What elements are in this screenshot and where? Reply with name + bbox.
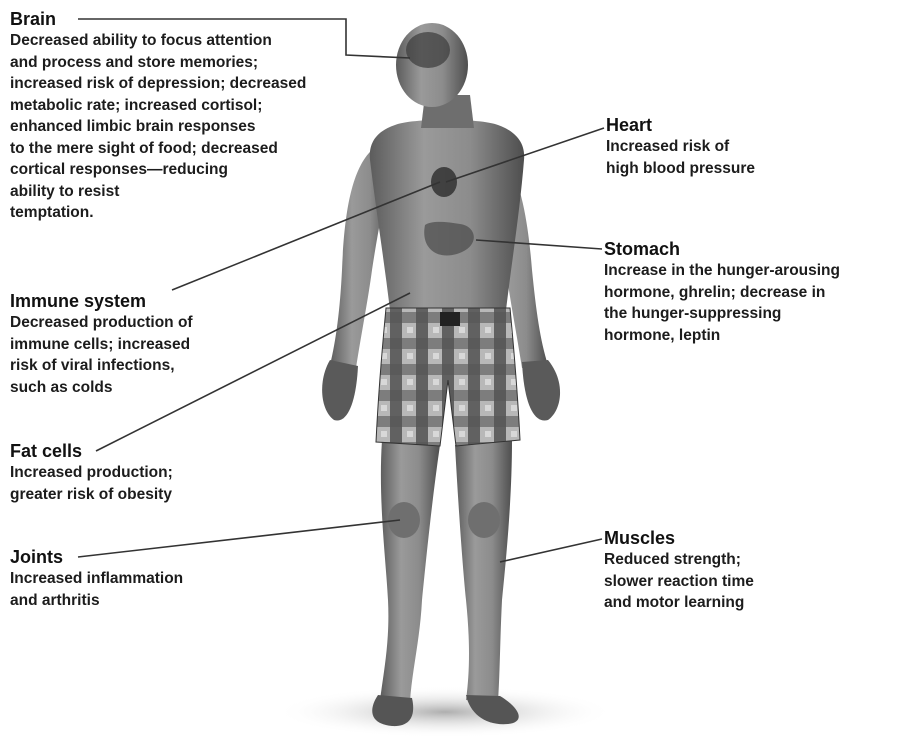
stomach-title: Stomach <box>604 238 909 260</box>
immune-system-title: Immune system <box>10 290 270 312</box>
brain-callout: Brain Decreased ability to focus attenti… <box>10 8 370 224</box>
heart-callout: Heart Increased risk of high blood press… <box>606 114 866 179</box>
immune-system-description: Decreased production of immune cells; in… <box>10 312 270 398</box>
ground-shadow <box>275 686 615 738</box>
brain-organ <box>406 32 450 68</box>
immune-system-callout: Immune system Decreased production of im… <box>10 290 270 398</box>
fat-cells-callout: Fat cells Increased production; greater … <box>10 440 250 505</box>
joints-callout: Joints Increased inflammation and arthri… <box>10 546 250 611</box>
muscles-title: Muscles <box>604 527 864 549</box>
heart-organ <box>431 167 457 197</box>
muscles-description: Reduced strength; slower reaction time a… <box>604 549 864 614</box>
left-knee <box>388 502 420 538</box>
joints-title: Joints <box>10 546 250 568</box>
left-hand <box>322 360 358 421</box>
belt-buckle <box>440 312 460 326</box>
brain-description: Decreased ability to focus attention and… <box>10 30 370 224</box>
fat-cells-description: Increased production; greater risk of ob… <box>10 462 250 505</box>
heart-description: Increased risk of high blood pressure <box>606 136 866 179</box>
right-leg <box>455 440 512 702</box>
stomach-description: Increase in the hunger-arousing hormone,… <box>604 260 909 346</box>
right-knee <box>468 502 500 538</box>
right-hand <box>522 360 560 421</box>
plaid-shorts <box>376 308 520 446</box>
joints-description: Increased inflammation and arthritis <box>10 568 250 611</box>
torso <box>370 120 524 310</box>
muscles-leader-line <box>500 539 602 562</box>
brain-title: Brain <box>10 8 370 30</box>
stomach-callout: Stomach Increase in the hunger-arousing … <box>604 238 909 346</box>
fat-cells-title: Fat cells <box>10 440 250 462</box>
left-leg <box>380 440 440 702</box>
left-foot <box>372 695 413 726</box>
muscles-callout: Muscles Reduced strength; slower reactio… <box>604 527 864 614</box>
heart-title: Heart <box>606 114 866 136</box>
